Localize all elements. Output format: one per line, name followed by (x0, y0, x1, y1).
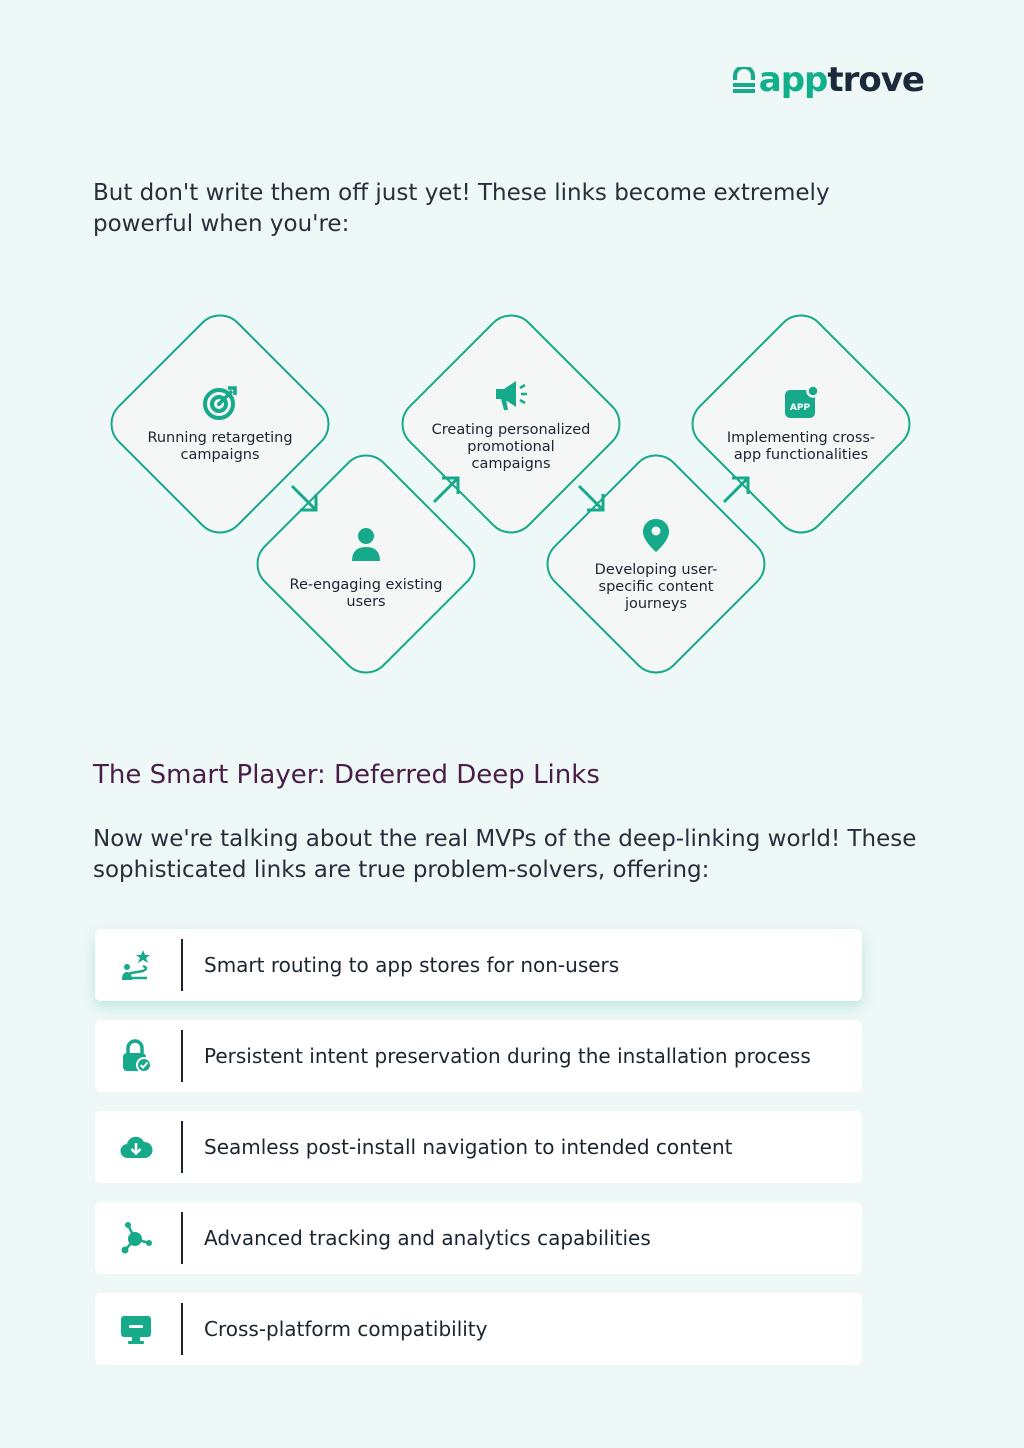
diamond-label: Creating personalized promotional campai… (431, 421, 591, 472)
feature-text: Advanced tracking and analytics capabili… (204, 1226, 651, 1250)
feature-divider (181, 1303, 183, 1355)
arrow-down-right-icon (577, 484, 605, 512)
feature-item-post-install-navigation: Seamless post-install navigation to inte… (95, 1111, 862, 1183)
user-icon (352, 528, 380, 561)
feature-divider (181, 1212, 183, 1264)
diamond-label: Implementing cross-app functionalities (726, 430, 876, 463)
lock-check-icon (123, 1039, 152, 1073)
logo-text-trove: trove (827, 60, 925, 100)
app-icon: APP (785, 384, 820, 418)
diamond-content-journeys: Developing user-specific content journey… (535, 443, 777, 685)
feature-divider (181, 1121, 183, 1173)
feature-text: Cross-platform compatibility (204, 1317, 488, 1341)
diamond-label: Running retargeting campaigns (147, 430, 293, 463)
feature-item-cross-platform: Cross-platform compatibility (95, 1293, 862, 1365)
arrow-up-right-icon (432, 476, 460, 504)
feature-item-tracking-analytics: Advanced tracking and analytics capabili… (95, 1202, 862, 1274)
arrow-up-right-icon (722, 476, 750, 504)
diamond-personalized-promotions: Creating personalized promotional campai… (390, 303, 632, 545)
location-pin-icon (643, 518, 669, 552)
diamond-label: Re-engaging existing users (289, 577, 443, 610)
cloud-download-icon (120, 1136, 153, 1159)
megaphone-icon (496, 380, 527, 410)
diamond-label: Developing user-specific content journey… (594, 561, 718, 612)
feature-divider (181, 939, 183, 991)
feature-text: Smart routing to app stores for non-user… (204, 953, 620, 977)
monitor-icon (121, 1316, 151, 1344)
diamond-cross-app: APP Implementing cross-app functionaliti… (680, 303, 922, 545)
intro-paragraph: But don't write them off just yet! These… (93, 180, 830, 237)
feature-text: Persistent intent preservation during th… (204, 1044, 811, 1068)
target-icon (203, 386, 237, 420)
logo-mark-icon (732, 67, 755, 93)
feature-divider (181, 1030, 183, 1082)
arrow-down-right-icon (290, 484, 318, 512)
diamond-retargeting: Running retargeting campaigns (99, 303, 341, 545)
feature-item-intent-preservation: Persistent intent preservation during th… (95, 1020, 862, 1092)
section-title: The Smart Player: Deferred Deep Links (93, 760, 600, 790)
diamond-re-engaging: Re-engaging existing users (245, 443, 487, 685)
network-nodes-icon (121, 1222, 152, 1254)
app-badge-text: APP (790, 403, 811, 413)
feature-text: Seamless post-install navigation to inte… (204, 1135, 733, 1159)
feature-item-smart-routing: Smart routing to app stores for non-user… (95, 929, 862, 1001)
logo-text-app: app (758, 60, 829, 100)
section-intro-paragraph: Now we're talking about the real MVPs of… (93, 826, 917, 883)
route-star-icon (122, 950, 150, 980)
